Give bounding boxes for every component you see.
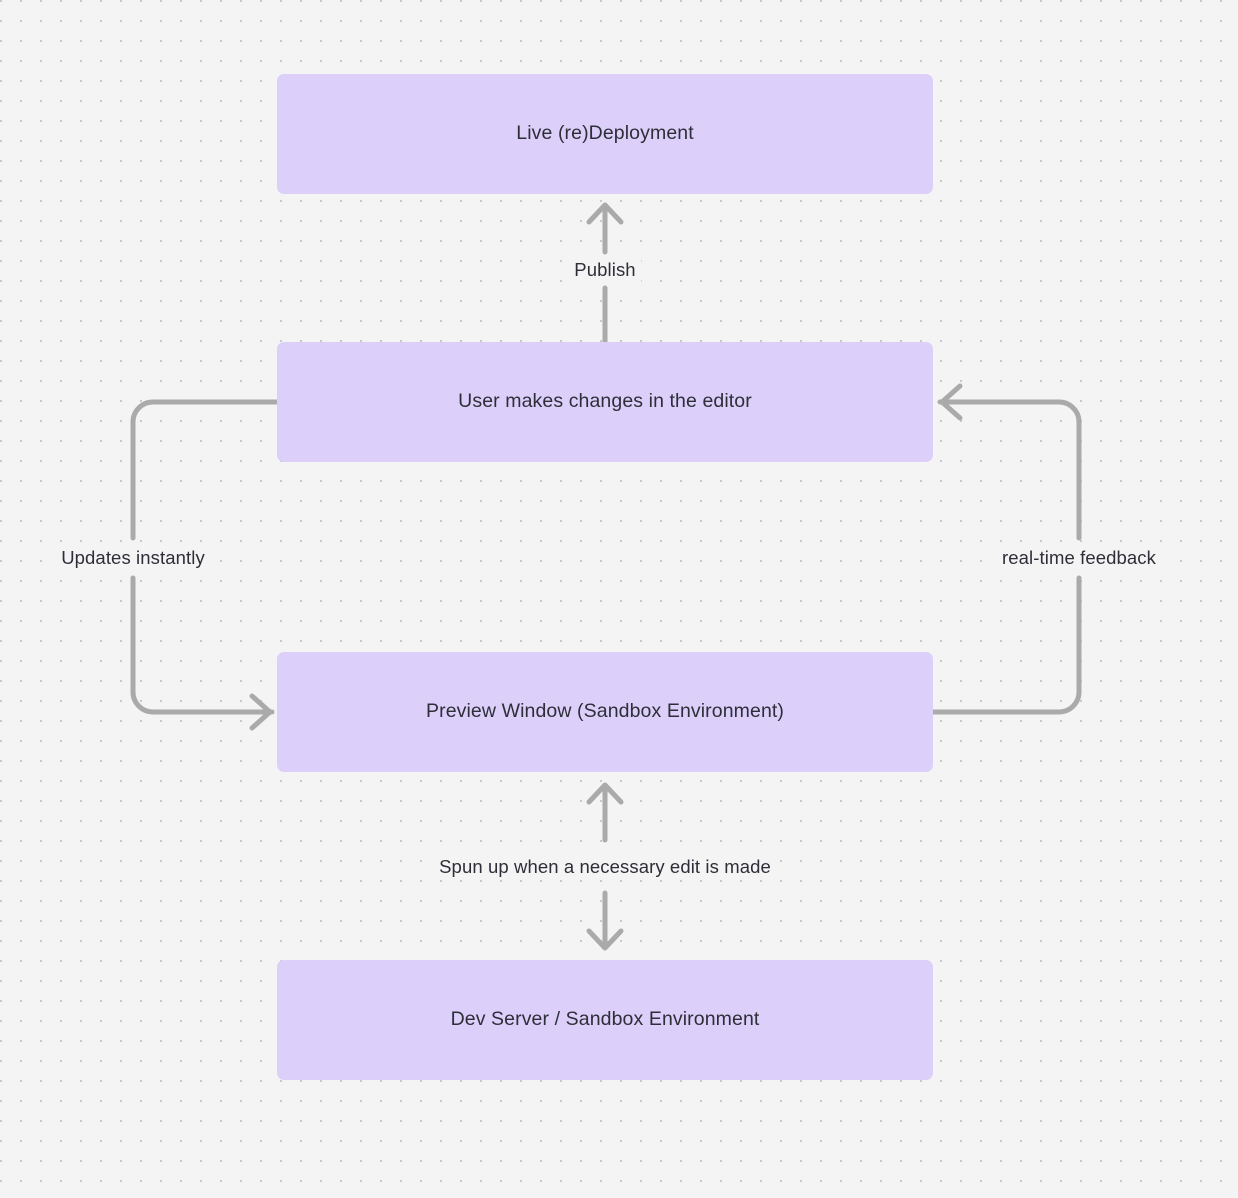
node-user-makes-changes-label: User makes changes in the editor xyxy=(458,390,752,413)
edge-label-real-time-feedback: real-time feedback xyxy=(996,545,1162,571)
edge-label-publish: Publish xyxy=(568,257,642,283)
node-preview-window-label: Preview Window (Sandbox Environment) xyxy=(426,700,784,723)
node-live-redeployment-label: Live (re)Deployment xyxy=(516,122,694,145)
arrowhead-down-spun xyxy=(586,928,624,951)
node-dev-server[interactable]: Dev Server / Sandbox Environment xyxy=(277,960,933,1080)
node-preview-window[interactable]: Preview Window (Sandbox Environment) xyxy=(277,652,933,772)
edge-label-updates-instantly: Updates instantly xyxy=(55,545,211,571)
node-user-makes-changes[interactable]: User makes changes in the editor xyxy=(277,342,933,462)
arrowhead-up-publish xyxy=(586,202,624,225)
arrowhead-right-updates xyxy=(249,693,273,731)
edge-label-spun-up: Spun up when a necessary edit is made xyxy=(433,854,777,880)
node-dev-server-label: Dev Server / Sandbox Environment xyxy=(450,1008,760,1031)
arrowhead-up-spun xyxy=(586,782,624,805)
node-live-redeployment[interactable]: Live (re)Deployment xyxy=(277,74,933,194)
arrowhead-left-realtime xyxy=(939,383,963,421)
